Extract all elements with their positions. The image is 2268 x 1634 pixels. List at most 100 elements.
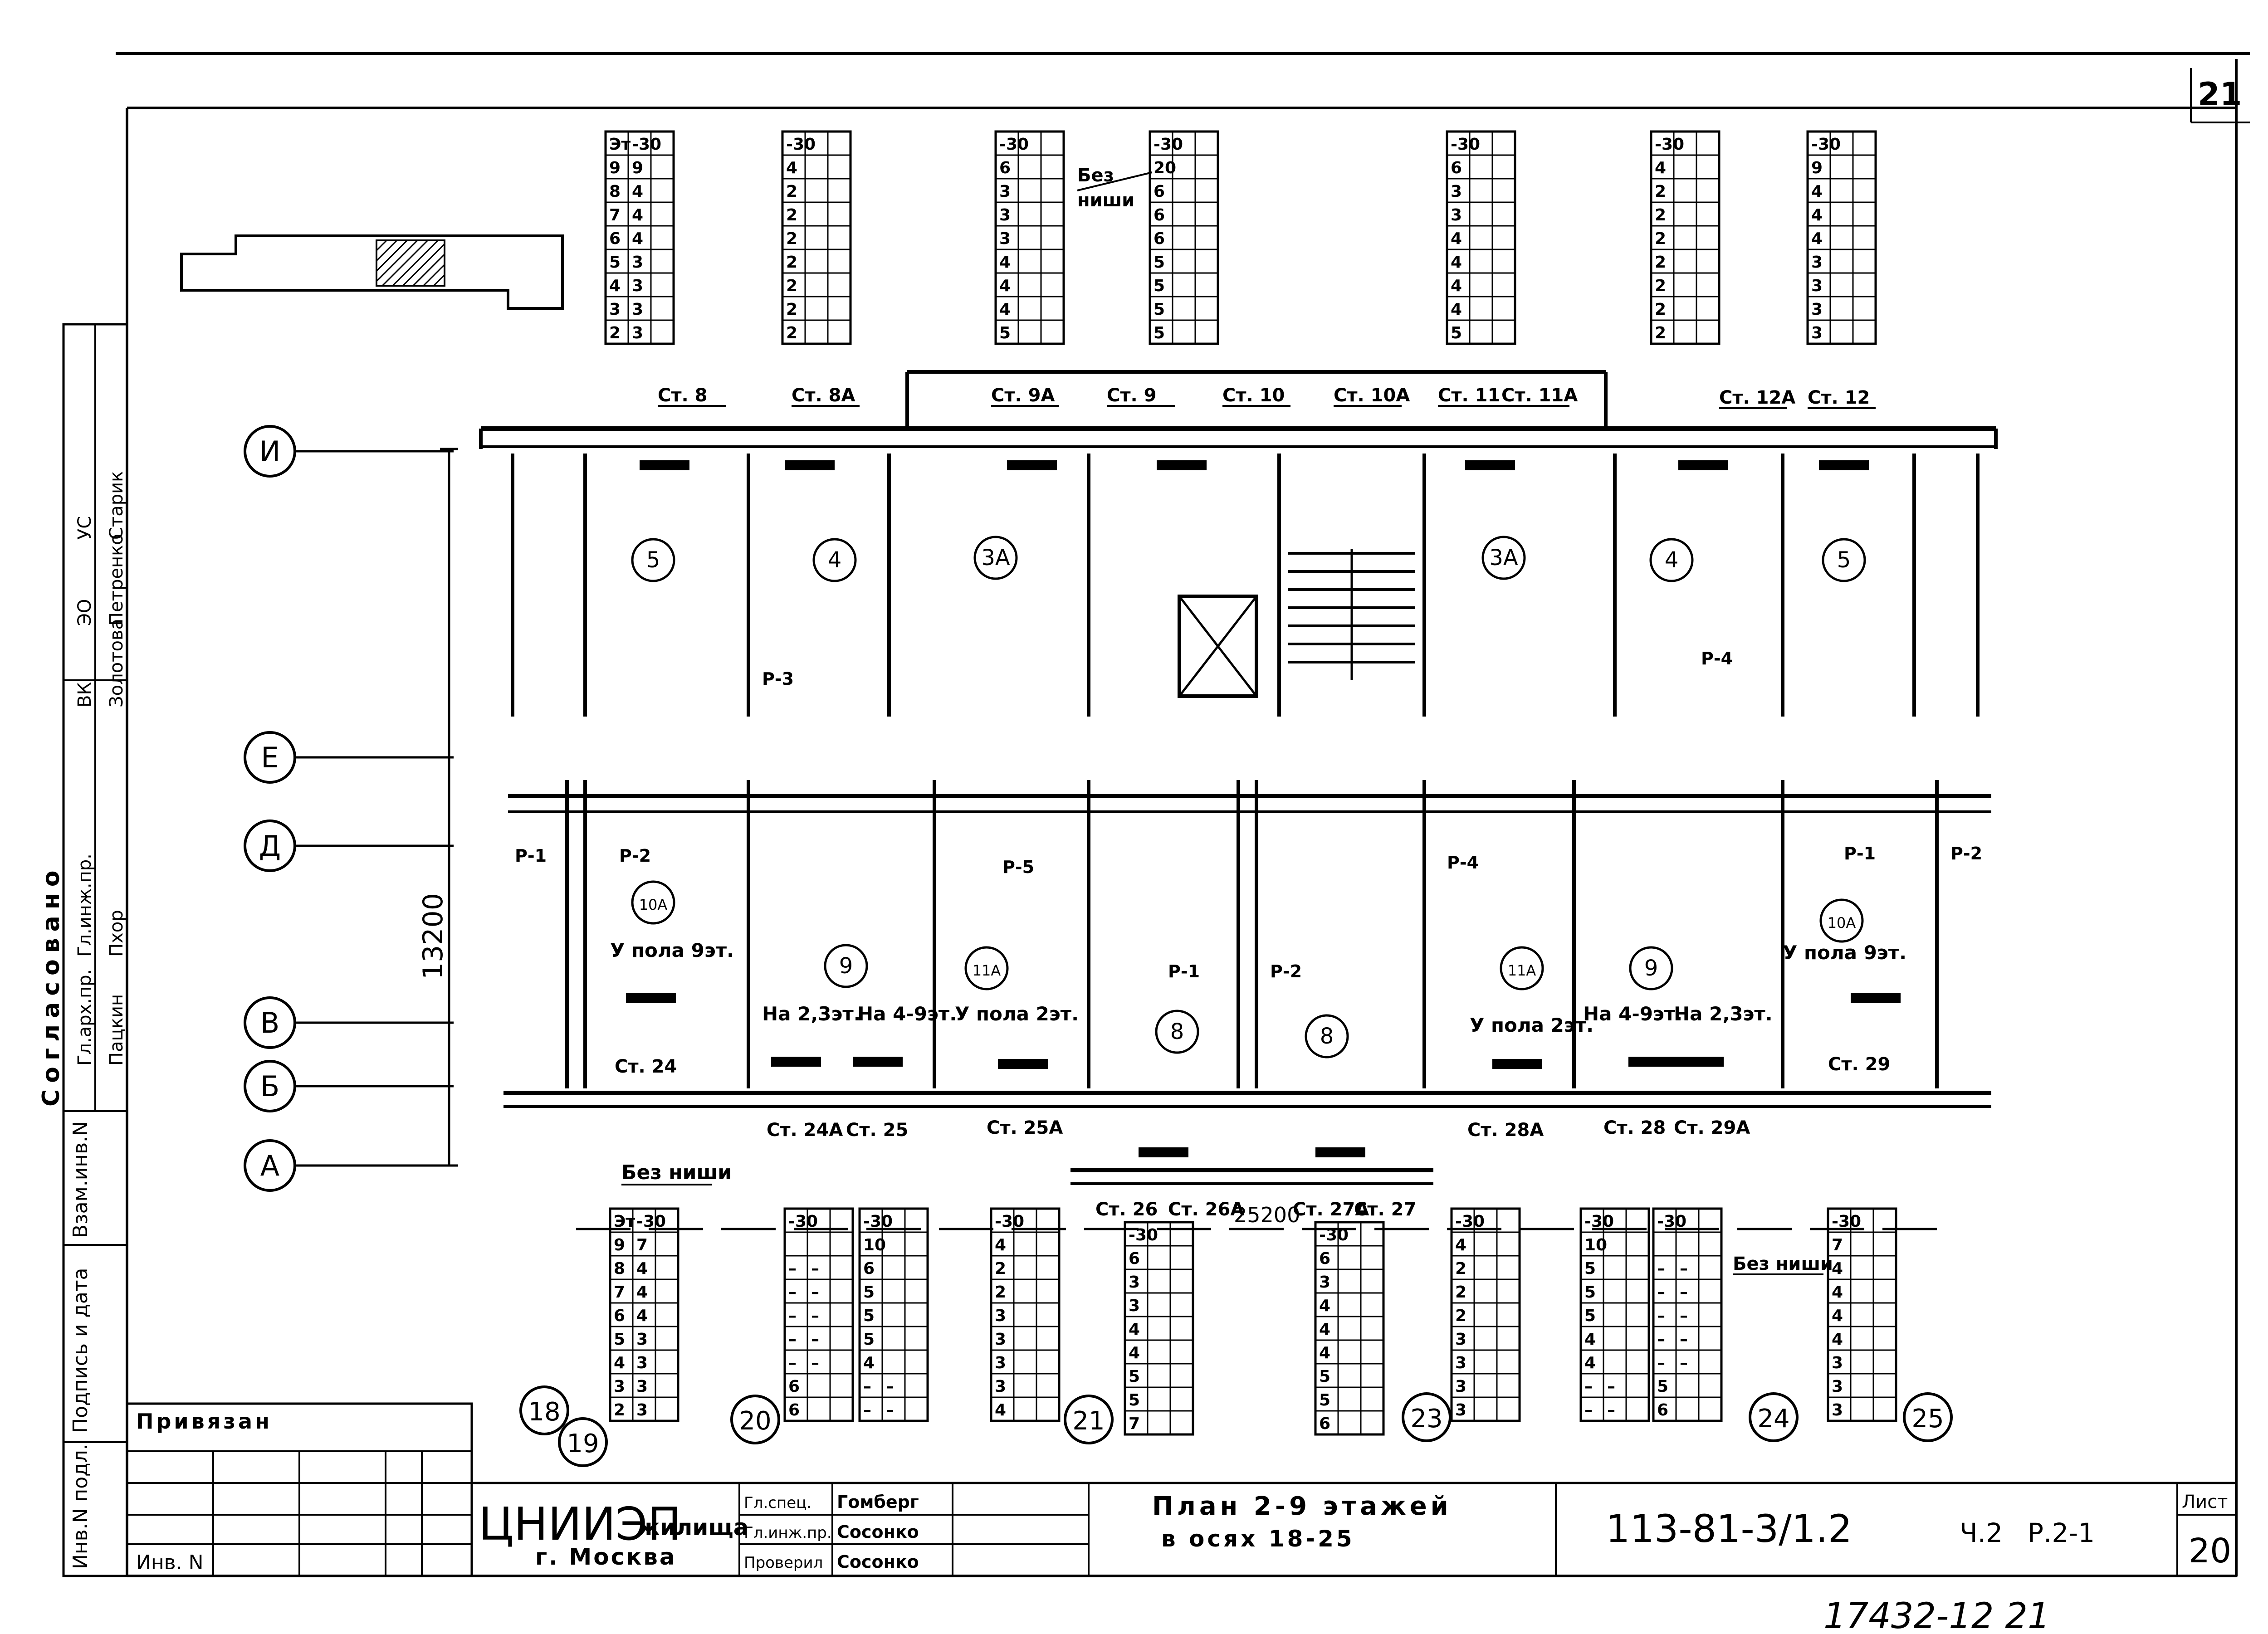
stamp-dept: Гл.инж.пр. (74, 854, 95, 957)
axis-label-col: 25 (1911, 1404, 1944, 1434)
table-cell: -30 (786, 135, 816, 154)
table-cell: – (863, 1377, 871, 1396)
table-cell: 4 (999, 277, 1011, 295)
table-cell: -30 (1319, 1226, 1349, 1244)
table-cell: 3 (995, 1354, 1006, 1372)
table-cell: 3 (1832, 1354, 1843, 1372)
table-cell: 3 (999, 182, 1011, 201)
table-cell: 2 (1455, 1259, 1466, 1278)
inv-no-label: Инв. N (136, 1551, 204, 1574)
fixture-label: Р-1 (1168, 961, 1200, 981)
table-cell: – (788, 1330, 797, 1349)
room-circle (631, 880, 675, 925)
riser-label-top: Ст. 10А (1334, 385, 1410, 406)
table-cell: -30 (1154, 135, 1183, 154)
table-cell: 4 (1129, 1344, 1140, 1362)
riser-niche (1819, 460, 1869, 470)
table-cell: 5 (1584, 1259, 1596, 1278)
table-cell: 4 (1811, 206, 1823, 224)
riser-label-top: Ст. 12 (1808, 387, 1870, 408)
riser-label-bottom: Ст. 29А (1674, 1117, 1750, 1138)
table-cell: 4 (609, 277, 621, 295)
table-cell: 5 (1584, 1283, 1596, 1302)
table-cell: 6 (1154, 229, 1165, 248)
table-cell: 5 (614, 1330, 625, 1349)
axis-bubble-col (519, 1385, 569, 1435)
signature-name: Сосонко (837, 1552, 919, 1572)
table-cell: -30 (632, 135, 661, 154)
table-cell: 5 (1129, 1391, 1140, 1410)
plan-walls (479, 370, 1998, 1185)
table-cell: 3 (609, 300, 621, 319)
table-cell: 2 (1655, 277, 1666, 295)
side-field-vzam: Взам.инв.N (69, 1121, 92, 1238)
table-cell: 9 (1811, 159, 1823, 177)
table-cell: 3 (995, 1377, 1006, 1396)
table-cell: – (1607, 1377, 1615, 1396)
table-cell: 4 (1319, 1344, 1330, 1362)
note-bez-nishi-bottom-left: Без ниши (621, 1161, 732, 1184)
table-cell: 5 (609, 253, 621, 272)
table-cell: 5 (999, 324, 1011, 342)
schedule-table-bottom (783, 1207, 854, 1422)
table-cell: 7 (1129, 1415, 1140, 1433)
fixture-label: Р-1 (515, 846, 547, 866)
table-cell: 4 (636, 1283, 648, 1302)
riser-label-top: Ст. 11 (1438, 385, 1500, 406)
riser-label-bottom: Ст. 25 (846, 1120, 908, 1141)
riser-label-top: Ст. 8 (658, 385, 708, 406)
note-u-pola-2-left: У пола 2эт. (955, 1003, 1079, 1025)
riser-label-bottom: Ст. 28 (1603, 1117, 1666, 1138)
axis-label-row: А (260, 1149, 279, 1182)
table-cell: 2 (786, 206, 797, 224)
riser-niche (998, 1059, 1048, 1069)
table-cell: 2 (609, 324, 621, 342)
stamp-name: Петренко (106, 534, 127, 626)
table-cell: -30 (1455, 1212, 1485, 1231)
table-cell: 2 (1655, 206, 1666, 224)
table-cell: 3 (999, 206, 1011, 224)
stamp-dept: Гл.арх.пр. (74, 969, 95, 1066)
table-cell: 3 (1832, 1377, 1843, 1396)
axis-label-col: 20 (739, 1406, 771, 1436)
top-right-number: 21 (2198, 76, 2242, 113)
table-cell: – (811, 1354, 819, 1372)
table-cell: – (1680, 1283, 1688, 1302)
table-cell: – (886, 1401, 894, 1419)
table-cell: 6 (1451, 159, 1462, 177)
table-cell: 6 (1129, 1249, 1140, 1268)
riser-niche (1157, 460, 1207, 470)
axis-label-col: 21 (1072, 1406, 1105, 1436)
riser-niche (1674, 1057, 1724, 1067)
table-cell: 20 (1154, 159, 1176, 177)
table-cell: 3 (995, 1330, 1006, 1349)
table-cell: 3 (632, 300, 643, 319)
table-cell: – (788, 1307, 797, 1325)
title-line-1: План 2-9 этажей (1152, 1492, 1452, 1521)
stamp-name: Пацкин (106, 994, 127, 1066)
table-cell: 6 (1154, 206, 1165, 224)
table-cell: – (863, 1401, 871, 1419)
table-cell: 4 (1832, 1330, 1843, 1349)
table-cell: 4 (1451, 229, 1462, 248)
table-cell: 3 (1455, 1330, 1466, 1349)
dimensions: 13200 25200 (417, 448, 1950, 1230)
room-circle (824, 944, 868, 988)
riser-label-bottom: Ст. 28А (1467, 1120, 1544, 1141)
table-cell: – (811, 1307, 819, 1325)
table-cell: 3 (632, 324, 643, 342)
table-cell: 2 (786, 182, 797, 201)
table-cell: 6 (999, 159, 1011, 177)
table-cell: 9 (609, 159, 621, 177)
table-cell: Эт (609, 135, 631, 154)
stamp-name: Пхор (106, 910, 127, 957)
table-cell: 3 (1455, 1377, 1466, 1396)
table-cell: 5 (863, 1283, 875, 1302)
table-cell: 4 (1584, 1354, 1596, 1372)
note-u-pola-2-right: У пола 2эт. (1470, 1014, 1593, 1036)
table-cell: 4 (636, 1307, 648, 1325)
note-bez-nishi-bottom-right: Без ниши (1733, 1254, 1833, 1274)
